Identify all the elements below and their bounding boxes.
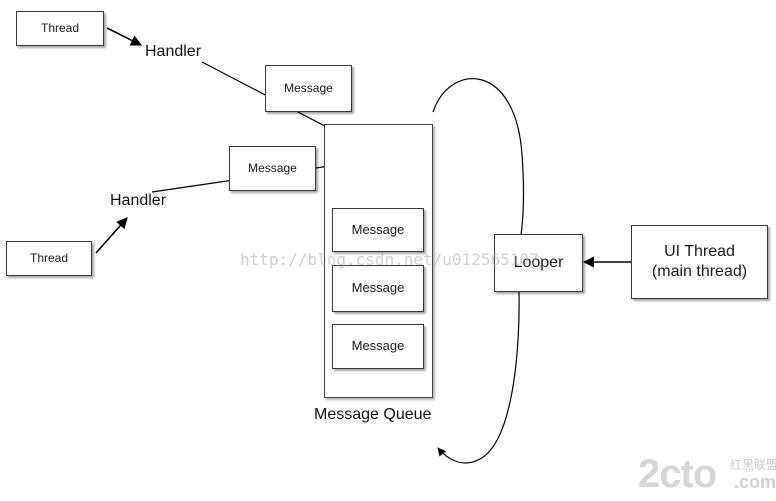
thread-top-label: Thread (40, 21, 80, 35)
thread-bottom-label: Thread (29, 251, 69, 265)
looper-loop-bottom-arc (437, 291, 520, 464)
arrow-thread-to-handler-top (106, 27, 143, 46)
queue-message-3: Message (332, 324, 424, 369)
looper-label: Looper (513, 254, 564, 271)
looper-loop-top-arc (432, 78, 525, 236)
queue-message-1-label: Message (351, 221, 405, 237)
logo-domain-text: .com (734, 472, 776, 492)
message-top-box: Message (265, 65, 352, 112)
message-top-label: Message (284, 81, 333, 95)
looper-box: Looper (494, 234, 583, 292)
logo-main-text: 2cto (638, 452, 717, 496)
handler-bottom-label: Handler (110, 192, 167, 209)
thread-top-box: Thread (16, 11, 104, 46)
queue-message-2: Message (332, 265, 424, 312)
queue-message-2-label: Message (351, 280, 405, 296)
ui-thread-label-line1: UI Thread (664, 243, 735, 260)
message-queue-label: Message Queue (314, 406, 432, 423)
message-mid-label: Message (248, 161, 297, 175)
handler-top-label: Handler (145, 43, 202, 60)
ui-thread-label-line2: (main thread) (651, 263, 748, 280)
watermark-url: http://blog.csdn.net/u012565107 (240, 250, 539, 269)
queue-message-1: Message (332, 208, 424, 252)
ui-thread-box: UI Thread (main thread) (631, 225, 768, 299)
queue-message-3-label: Message (351, 338, 405, 354)
logo-side-text: 红黑联盟 (730, 458, 776, 472)
site-logo: 2cto 红黑联盟 .com (638, 452, 776, 497)
thread-bottom-box: Thread (6, 241, 92, 276)
arrow-thread-to-handler-bottom (95, 217, 128, 254)
message-mid-box: Message (229, 146, 316, 191)
